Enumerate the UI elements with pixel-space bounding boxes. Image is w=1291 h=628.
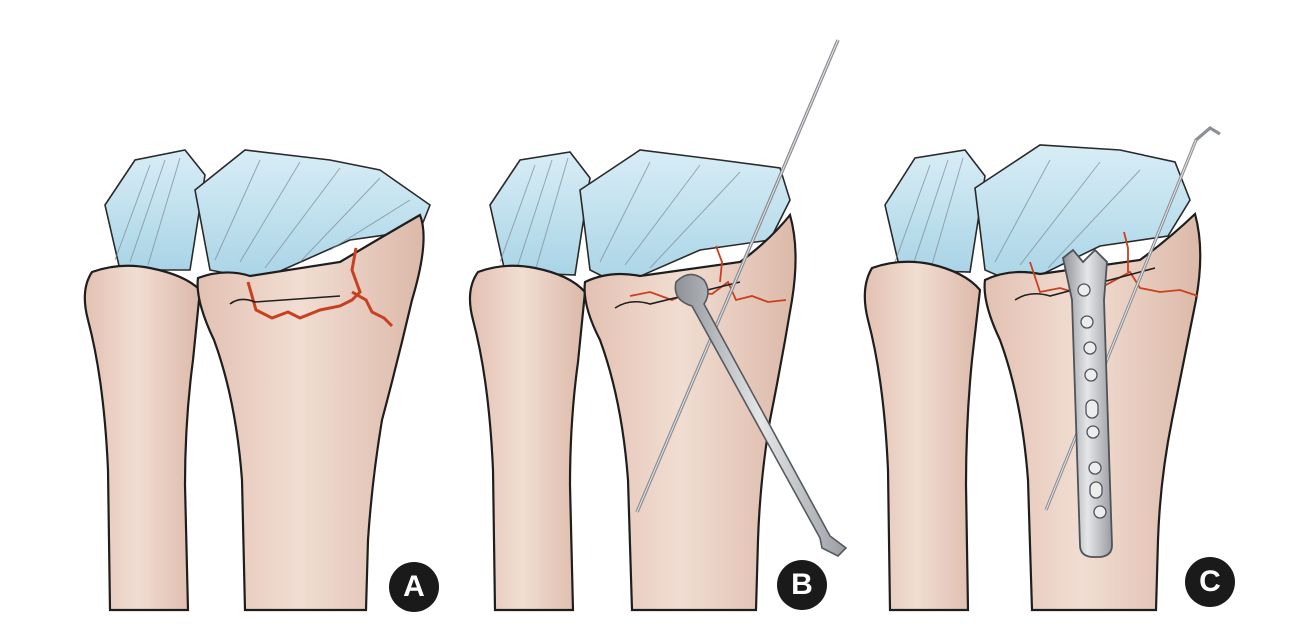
panel-a (83, 149, 431, 612)
panel-c (863, 126, 1221, 612)
radius-a (196, 213, 425, 612)
ulna-b (468, 264, 587, 612)
panel-label-c: C (1185, 557, 1235, 607)
panel-b (468, 39, 848, 612)
fixation-plate-c (1062, 248, 1113, 558)
ligaments-a (104, 149, 431, 281)
fracture-line-b (629, 245, 787, 303)
panel-label-b: B (777, 560, 827, 610)
ulna-a (83, 264, 202, 612)
ulna-c (863, 260, 982, 612)
elevator-instrument-b (674, 273, 848, 557)
fracture-line-c (1029, 231, 1199, 297)
panel-label-a: A (389, 562, 439, 612)
fracture-line-a (246, 247, 394, 328)
ligaments-b (489, 149, 791, 286)
